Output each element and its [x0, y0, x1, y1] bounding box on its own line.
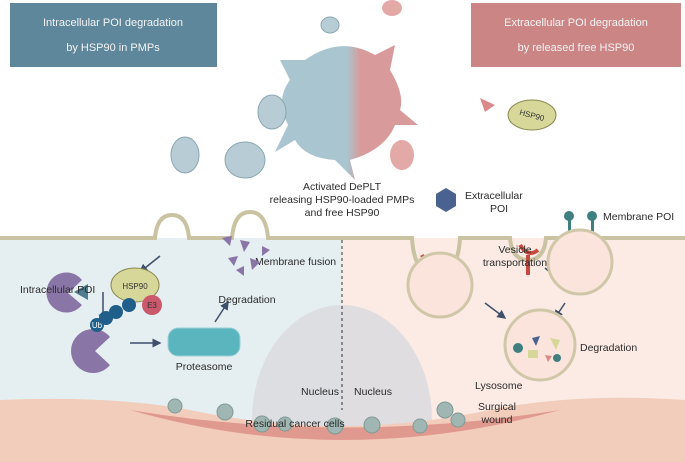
intracellular-poi-label: Intracellular POI [20, 284, 95, 296]
nucleus [252, 305, 432, 462]
pmp-vesicles [170, 16, 340, 179]
pink-vesicle [390, 140, 414, 170]
e3-label: E3 [147, 301, 157, 310]
left-header-box [10, 3, 217, 67]
deplt-label-3: and free HSP90 [305, 207, 380, 219]
left-header-line1: Intracellular POI degradation [43, 17, 183, 29]
hsp90-intracellular-label: HSP90 [122, 282, 148, 291]
residual-cancer-cells [167, 398, 466, 435]
nucleus-left-label: Nucleus [301, 386, 339, 398]
degradation-right-label: Degradation [580, 342, 637, 354]
right-header-line2: by released free HSP90 [518, 42, 635, 54]
arrow [214, 300, 229, 323]
left-header-line2: by HSP90 in PMPs [66, 42, 160, 54]
cell-membrane [0, 209, 685, 278]
lysosome [503, 308, 577, 382]
ubiquitinated-poi-icon [71, 329, 110, 374]
transport-vesicle [546, 228, 614, 296]
activated-platelet [275, 45, 418, 180]
membrane-poi-label: Membrane POI [603, 211, 674, 223]
free-hsp90: HSP90 [480, 98, 557, 131]
surgical-wound-label-2: wound [481, 414, 513, 426]
extracellular-poi-label-1: Extracellular [465, 190, 523, 202]
ub-label: Ub [92, 321, 103, 330]
ubiquitin-chain: Ub [90, 298, 136, 332]
degrader-ligand-icon [74, 284, 88, 300]
degraded-fragments [222, 236, 270, 276]
degradation-left-label: Degradation [218, 294, 275, 306]
proteasome-label: Proteasome [176, 361, 233, 373]
extracellular-poi-icon [436, 188, 456, 212]
residual-cancer-cells-label: Residual cancer cells [245, 418, 344, 430]
vesicle-label-2: transportation [483, 257, 547, 269]
surgical-wound [130, 410, 560, 440]
deplt-label-1: Activated DePLT [303, 181, 382, 193]
right-header-box [471, 3, 681, 67]
arrow [484, 302, 507, 319]
e3-icon [142, 295, 162, 315]
lysosome-label: Lysosome [475, 380, 523, 392]
intracellular-poi-icon [46, 272, 82, 313]
vesicle-label-1: Vesicle [498, 244, 531, 256]
proteasome-icon [167, 327, 241, 357]
pink-vesicle [382, 0, 402, 16]
surgical-wound-label-1: Surgical [478, 401, 516, 413]
degraded-fragments-lysosome [513, 336, 561, 362]
nucleus-right-label: Nucleus [354, 386, 392, 398]
transport-vesicle [406, 251, 474, 319]
extracellular-poi-label-2: POI [490, 203, 508, 215]
membrane-fusion-label: Membrane fusion [255, 256, 336, 268]
deplt-label-2: releasing HSP90-loaded PMPs [270, 194, 415, 206]
right-header-line1: Extracellular POI degradation [504, 17, 648, 29]
